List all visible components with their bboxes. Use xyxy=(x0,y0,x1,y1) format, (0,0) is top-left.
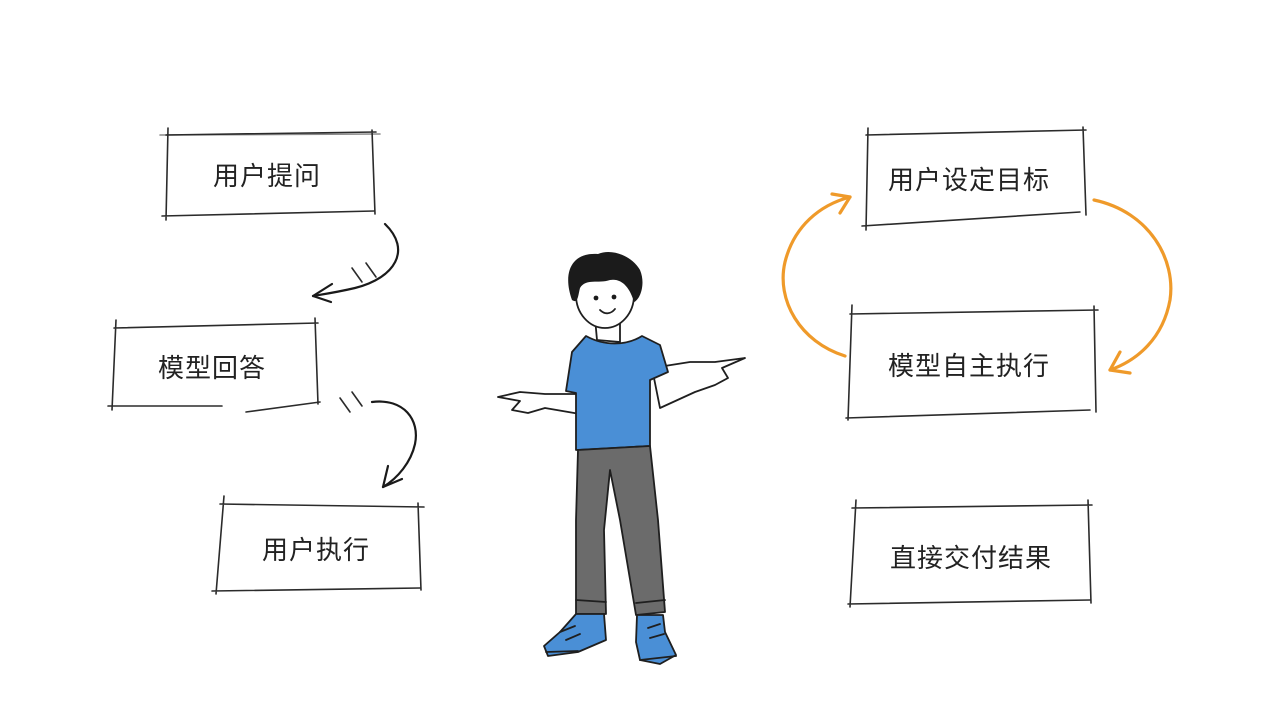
label-user-set-goal: 用户设定目标 xyxy=(888,166,1051,196)
box-deliver-result xyxy=(847,499,1093,608)
label-deliver-result: 直接交付结果 xyxy=(890,544,1053,574)
box-model-answer xyxy=(107,317,321,413)
loop-arrow-execute-to-goal xyxy=(781,192,852,358)
label-user-execute: 用户执行 xyxy=(262,536,371,566)
label-user-question: 用户提问 xyxy=(213,162,322,192)
label-model-autonomous: 模型自主执行 xyxy=(888,352,1051,382)
person-illustration xyxy=(497,251,746,665)
box-user-set-goal xyxy=(861,126,1087,231)
loop-arrow-goal-to-execute xyxy=(1092,198,1173,375)
label-model-answer: 模型回答 xyxy=(158,354,267,384)
arrow-answer-to-execute xyxy=(339,391,417,489)
box-model-autonomous xyxy=(845,304,1099,421)
arrow-question-to-answer xyxy=(311,222,400,304)
box-user-question xyxy=(159,127,381,221)
box-user-execute xyxy=(211,495,425,595)
